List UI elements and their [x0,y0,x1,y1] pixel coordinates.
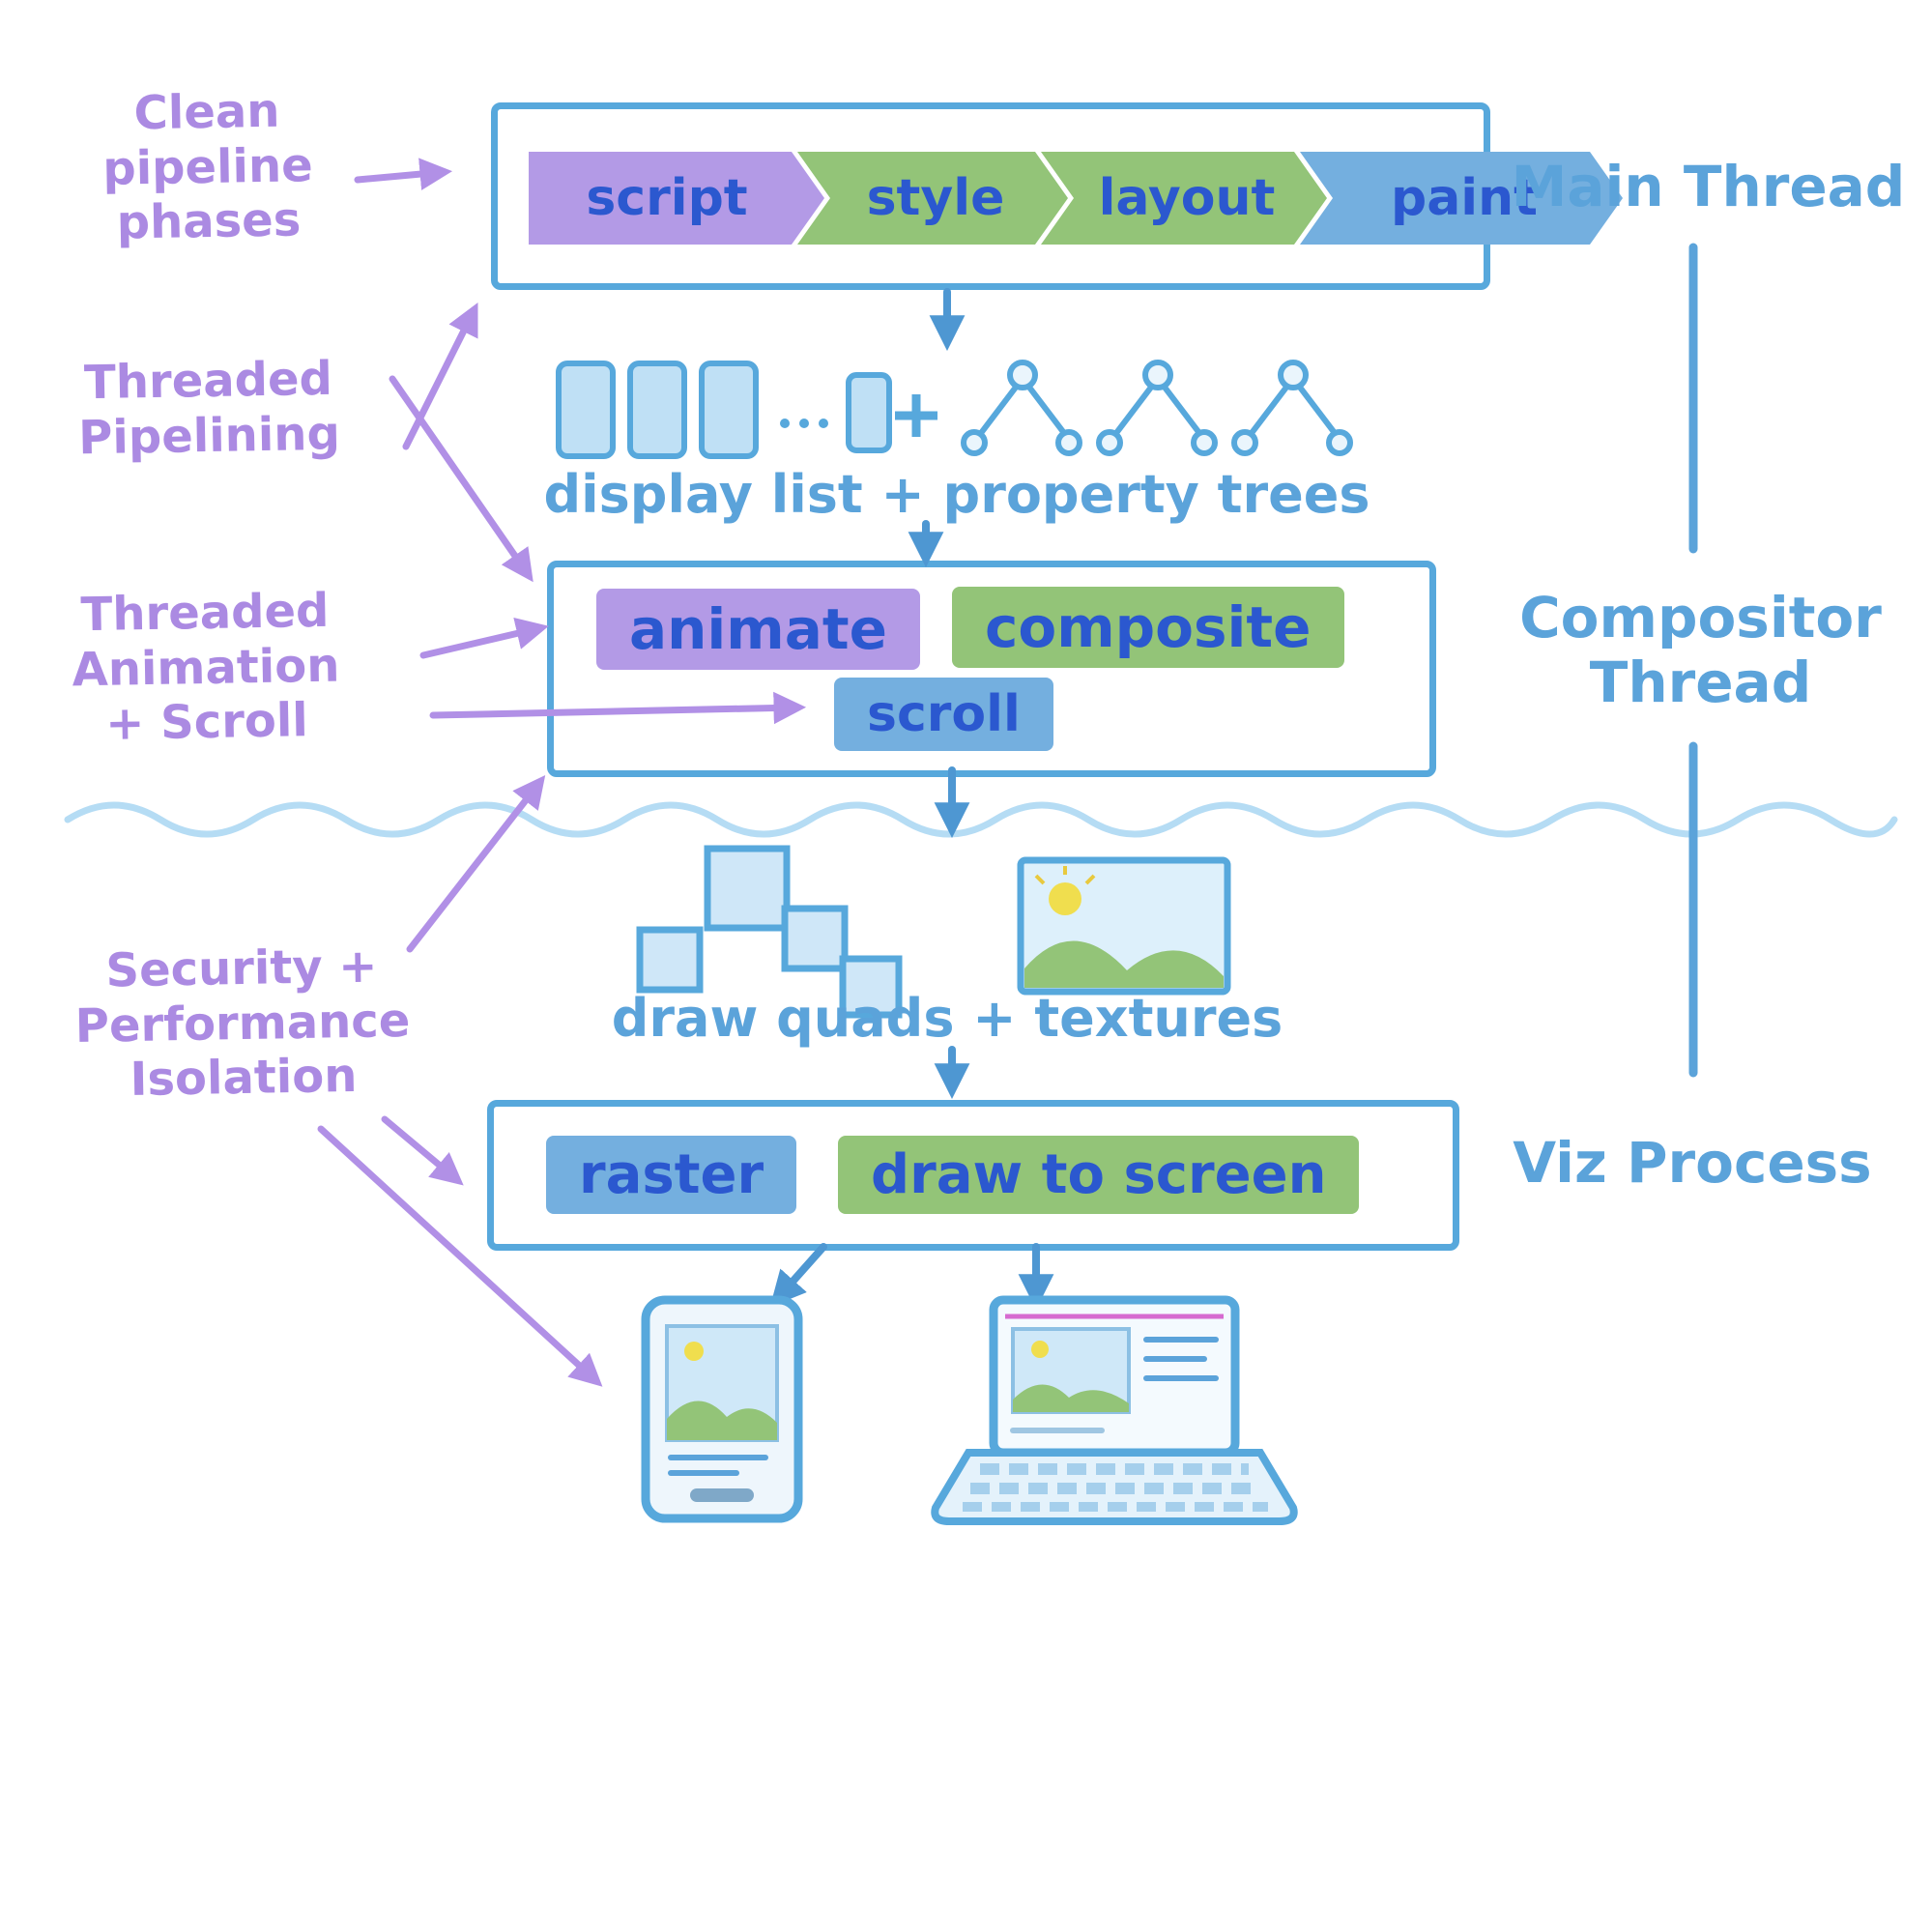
phase-layout: layout [1041,152,1327,245]
pipeline-phases: script style layout paint [529,152,1623,245]
compositor-thread-box: animate composite scroll [547,561,1436,777]
arrow-pipelining-to-mainbox [402,302,478,450]
display-list-caption: display list + property trees [543,464,1370,525]
phase-style: style [797,152,1068,245]
laptop-icon [931,1295,1298,1525]
property-trees-icon [961,360,1353,456]
viz-process-label: Viz Process [1513,1130,1872,1196]
threaded-pipelining-label: Threaded Pipelining [77,351,341,465]
draw-quads-caption: draw quads + textures [611,988,1283,1049]
sun-icon [1049,882,1081,915]
threaded-animation-label: Threaded Animation + Scroll [72,583,340,752]
arrow-security-to-vizbox [381,1115,464,1186]
texture-icon [1017,856,1231,996]
arrow-security-to-compositor [406,775,546,953]
phone-icon [641,1295,803,1523]
animate-chip: animate [596,589,920,670]
compositor-thread-label: Compositor Thread [1519,585,1882,715]
main-thread-box: script style layout paint [491,102,1490,290]
viz-process-box: raster draw to screen [487,1100,1459,1251]
draw-to-screen-chip: draw to screen [838,1136,1360,1214]
composite-chip: composite [952,587,1344,668]
scroll-chip: scroll [834,678,1053,751]
arrow-clean-to-mainbox [354,158,453,190]
phase-script: script [529,152,824,245]
security-isolation-label: Security + Performance Isolation [74,939,411,1108]
raster-chip: raster [546,1136,797,1214]
display-list-icon [556,361,937,459]
hills-icon [1024,940,1224,988]
main-thread-label: Main Thread [1511,154,1906,219]
arrow-viz-to-phone [769,1243,827,1308]
arrow-animation-to-animate [419,617,549,659]
clean-pipeline-label: Clean pipeline phases [101,83,314,250]
phase-paint: paint [1300,152,1623,245]
wave-divider [64,801,1898,838]
plus-icon [895,394,937,437]
